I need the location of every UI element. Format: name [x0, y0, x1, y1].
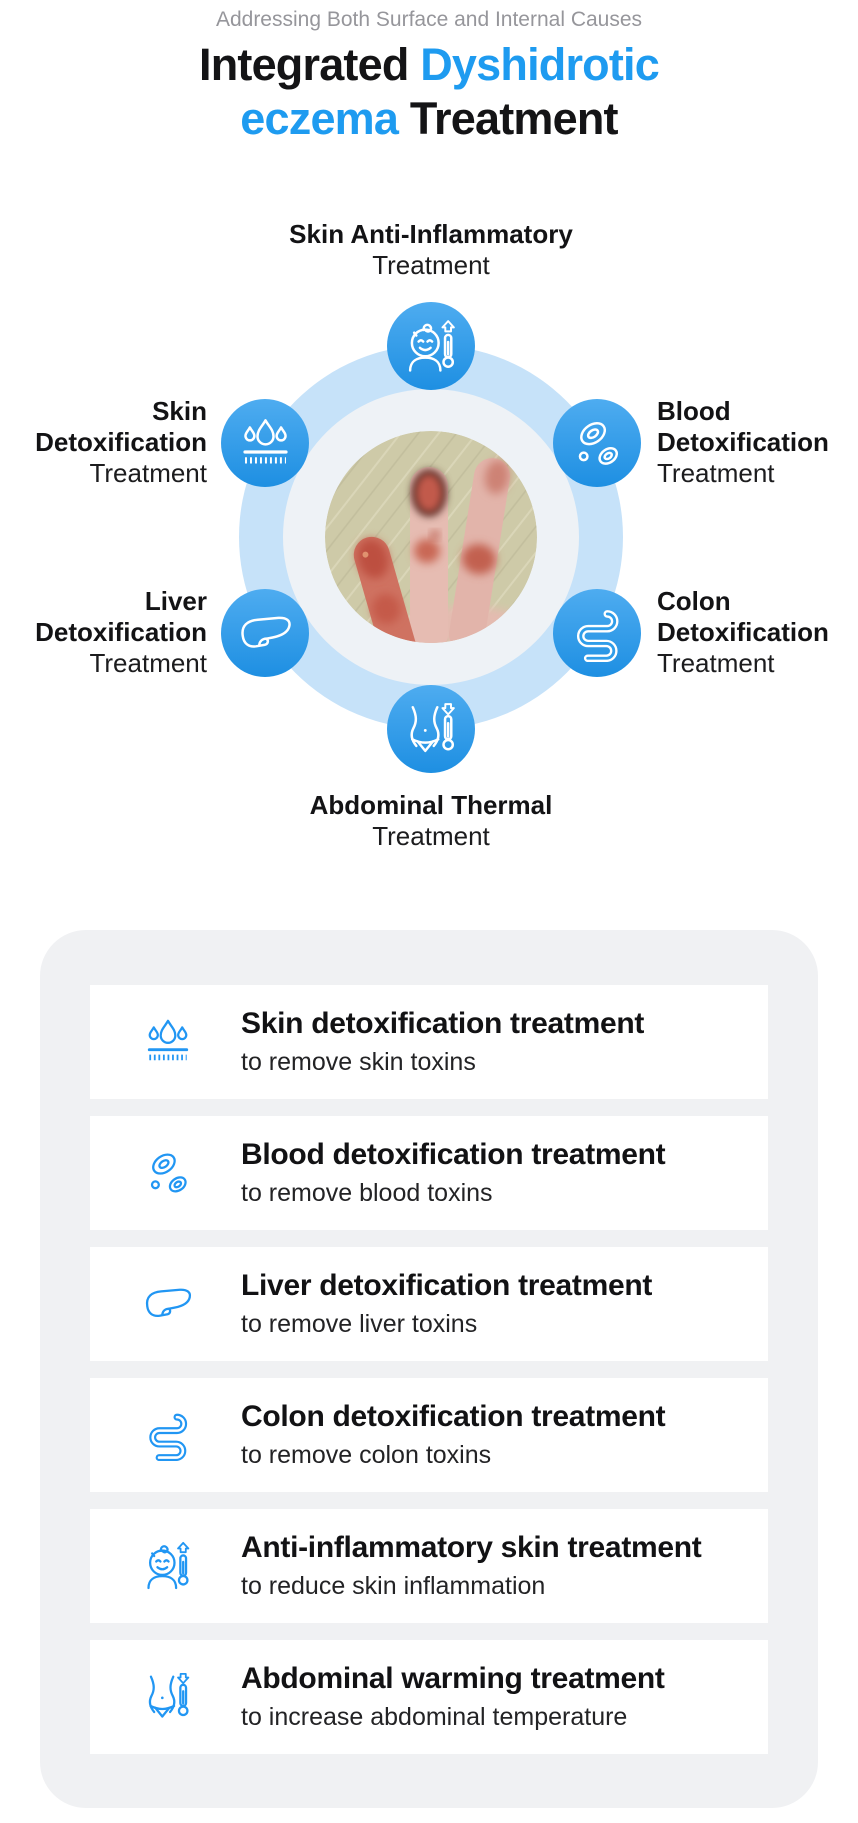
card-colon-detoxification: Colon detoxification treatment to remove… [90, 1378, 768, 1492]
skin-drops-icon [142, 1016, 194, 1068]
treatment-card-list: Skin detoxification treatment to remove … [90, 985, 768, 1771]
node-liver-detoxification [221, 589, 309, 677]
colon-icon [142, 1409, 194, 1461]
label-colon-detoxification: Colon Detoxification Treatment [657, 586, 829, 678]
page-subtitle: Addressing Both Surface and Internal Cau… [215, 8, 643, 31]
card-title: Skin detoxification treatment [241, 1007, 645, 1040]
card-subtitle: to reduce skin inflammation [241, 1572, 546, 1600]
card-title: Anti-inflammatory skin treatment [241, 1531, 702, 1564]
header: Addressing Both Surface and Internal Cau… [0, 0, 858, 146]
liver-icon [142, 1278, 194, 1330]
skin-drops-icon [237, 415, 294, 472]
node-blood-detoxification [553, 399, 641, 487]
label-liver-detoxification: Liver Detoxification Treatment [35, 586, 207, 678]
card-subtitle: to remove skin toxins [241, 1048, 476, 1076]
baby-thermometer-up-icon [403, 318, 460, 375]
card-abdominal-warming: Abdominal warming treatment to increase … [90, 1640, 768, 1754]
title-word: Treatment [409, 93, 619, 144]
label-abdominal-thermal: Abdominal Thermal Treatment [309, 790, 553, 851]
label-skin-anti-inflammatory: Skin Anti-Inflammatory Treatment [289, 219, 573, 280]
label-blood-detoxification: Blood Detoxification Treatment [657, 396, 829, 488]
abdomen-thermometer-down-icon [403, 701, 460, 758]
card-title: Liver detoxification treatment [241, 1269, 653, 1302]
baby-thermometer-up-icon [142, 1540, 194, 1592]
blood-cells-icon [142, 1147, 194, 1199]
node-colon-detoxification [553, 589, 641, 677]
liver-icon [237, 605, 294, 662]
card-anti-inflammatory-skin: Anti-inflammatory skin treatment to redu… [90, 1509, 768, 1623]
title-line-1: Integrated Dyshidrotic [0, 38, 858, 92]
label-skin-detoxification: Skin Detoxification Treatment [35, 396, 207, 488]
card-subtitle: to remove blood toxins [241, 1179, 493, 1207]
node-abdominal-thermal [387, 685, 475, 773]
title-word-accent: eczema [240, 93, 399, 144]
card-blood-detoxification: Blood detoxification treatment to remove… [90, 1116, 768, 1230]
title-word-accent: Dyshidrotic [420, 39, 660, 90]
title-line-2: eczema Treatment [0, 92, 858, 146]
card-title: Blood detoxification treatment [241, 1138, 666, 1171]
card-subtitle: to increase abdominal temperature [241, 1703, 628, 1731]
colon-icon [569, 605, 626, 662]
card-subtitle: to remove colon toxins [241, 1441, 492, 1469]
eczema-hand-photo [325, 431, 537, 643]
card-subtitle: to remove liver toxins [241, 1310, 478, 1338]
card-skin-detoxification: Skin detoxification treatment to remove … [90, 985, 768, 1099]
node-skin-detoxification [221, 399, 309, 487]
card-title: Colon detoxification treatment [241, 1400, 666, 1433]
title-word: Integrated [199, 39, 409, 90]
treatment-list-panel: Skin detoxification treatment to remove … [40, 930, 818, 1808]
card-liver-detoxification: Liver detoxification treatment to remove… [90, 1247, 768, 1361]
card-title: Abdominal warming treatment [241, 1662, 665, 1695]
node-skin-anti-inflammatory [387, 302, 475, 390]
page-title: Integrated Dyshidrotic eczema Treatment [0, 38, 858, 146]
abdomen-thermometer-down-icon [142, 1671, 194, 1723]
blood-cells-icon [569, 415, 626, 472]
eczema-hand-illustration [325, 431, 537, 643]
